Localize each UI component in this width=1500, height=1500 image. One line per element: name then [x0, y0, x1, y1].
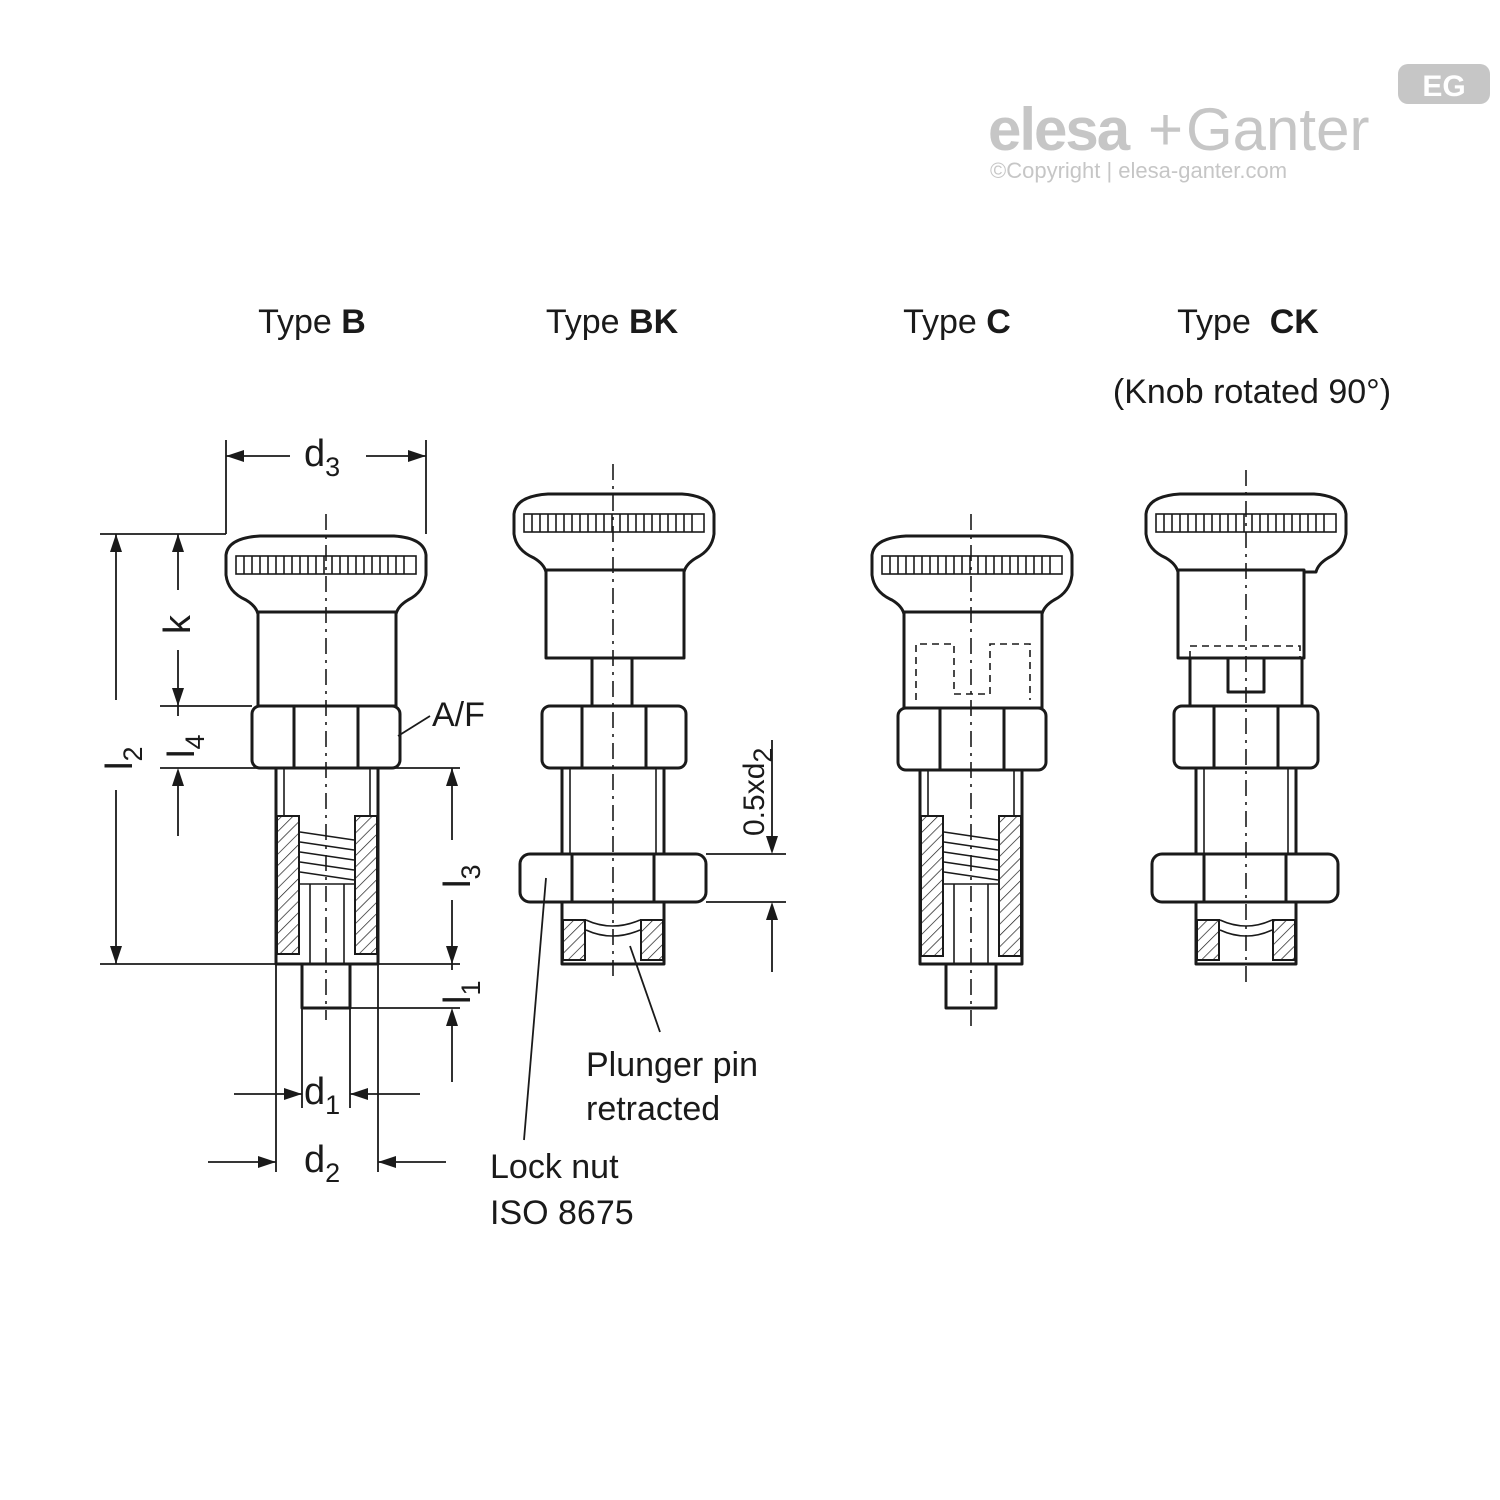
dim-l3-label: l3 [437, 865, 486, 888]
plunger-type-b [224, 514, 428, 1020]
callout-plunger-line2: retracted [586, 1090, 720, 1128]
knurl-c [889, 556, 1051, 574]
logo-badge-text: EG [1422, 70, 1465, 103]
knurl-ck [1163, 514, 1325, 532]
logo-eg-badge: EG [1398, 64, 1490, 104]
logo-brand-elesa: elesa [988, 96, 1131, 163]
dimensions-type-b: d3 l2 k l4 A/F l3 [99, 433, 486, 1188]
dim-l2-label: l2 [99, 747, 148, 770]
title-type-bk: Type BK [546, 303, 679, 341]
dim-af-label: A/F [432, 696, 485, 734]
dim-l4-label: l4 [161, 735, 210, 758]
plunger-type-c [870, 514, 1074, 1030]
brand-logo: elesa + Ganter EG ©Copyright | elesa-gan… [988, 64, 1490, 183]
logo-brand-ganter: Ganter [1186, 96, 1369, 163]
dim-k-label: k [157, 614, 199, 634]
knurl-b [243, 556, 405, 574]
dim-d3-label: d3 [304, 433, 340, 482]
dim-d1-label: d1 [304, 1071, 340, 1120]
plunger-type-ck [1144, 470, 1348, 984]
callouts: Plunger pin retracted Lock nut ISO 8675 [490, 1046, 758, 1232]
dim-d2-label: d2 [304, 1139, 340, 1188]
logo-copyright: ©Copyright | elesa-ganter.com [990, 158, 1287, 183]
callout-locknut-line2: ISO 8675 [490, 1194, 634, 1232]
logo-plus: + [1148, 96, 1183, 163]
title-type-ck: Type CK [1177, 303, 1319, 341]
spring-b [299, 831, 355, 881]
knurl-bk [531, 514, 693, 532]
title-type-b: Type B [258, 303, 366, 341]
dim-l1-label: l1 [437, 981, 486, 1004]
callout-locknut-line1: Lock nut [490, 1148, 619, 1186]
dim-half-d2-label: 0.5xd2 [738, 748, 778, 836]
plunger-type-bk: 0.5xd2 [512, 464, 786, 1141]
title-type-c: Type C [903, 303, 1011, 341]
type-titles: Type B Type BK Type C Type CK (Knob rota… [258, 303, 1391, 411]
callout-plunger-line1: Plunger pin [586, 1046, 758, 1084]
type-ck-note: (Knob rotated 90°) [1113, 373, 1391, 411]
